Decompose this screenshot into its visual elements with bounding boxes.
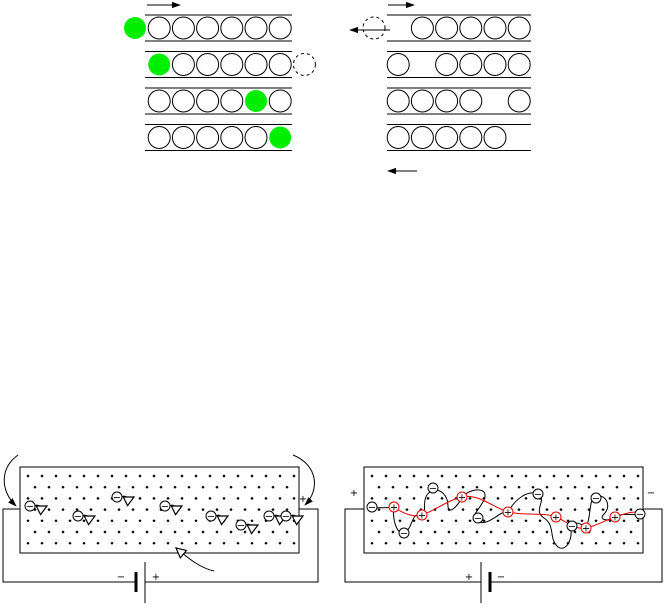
marble	[387, 90, 409, 112]
hole-sign: +	[611, 513, 619, 524]
marble-tubes-panel	[124, 5, 315, 151]
marble	[387, 54, 409, 76]
electron-sign: −	[568, 522, 576, 533]
electron-sign: −	[592, 494, 600, 505]
electron-sign: −	[113, 493, 121, 504]
terminal-negative-label: −	[647, 488, 655, 499]
electron-sign: −	[534, 490, 542, 501]
highlighted-marble	[148, 54, 170, 76]
marble	[436, 127, 458, 149]
hole-sign: +	[504, 508, 512, 519]
highlighted-marble	[124, 17, 146, 39]
marble	[197, 90, 219, 112]
marble	[411, 127, 433, 149]
marble	[269, 17, 291, 39]
marble	[148, 127, 170, 149]
marble	[460, 54, 482, 76]
electron-sign: −	[207, 512, 215, 523]
marble	[221, 17, 243, 39]
marble	[508, 90, 530, 112]
electron-sign: −	[237, 521, 245, 532]
hole-sign: +	[582, 524, 590, 535]
electron-sign: −	[368, 503, 376, 514]
electron-sign: −	[282, 512, 290, 523]
marble	[197, 127, 219, 149]
electron-sign: −	[161, 502, 169, 513]
marble	[148, 17, 170, 39]
battery-positive-label: +	[465, 572, 473, 583]
battery-negative-label: −	[117, 572, 125, 583]
marble-rows	[124, 15, 315, 151]
marble	[484, 54, 506, 76]
hole-tubes-panel	[350, 5, 531, 171]
marble	[221, 54, 243, 76]
marble	[411, 90, 433, 112]
marble	[436, 17, 458, 39]
electron-sign: −	[429, 484, 437, 495]
electron-sign: −	[636, 510, 644, 521]
marble	[172, 17, 194, 39]
marble	[387, 127, 409, 149]
marble	[269, 90, 291, 112]
marble	[436, 90, 458, 112]
marble	[269, 54, 291, 76]
hole-rows	[363, 15, 531, 151]
marble	[197, 17, 219, 39]
marble	[460, 90, 482, 112]
hole-sign: +	[552, 513, 560, 524]
marble	[172, 90, 194, 112]
entry-curve-arrow	[4, 455, 18, 506]
marble	[484, 17, 506, 39]
marble	[460, 127, 482, 149]
marble	[484, 127, 506, 149]
marble	[411, 17, 433, 39]
highlighted-marble	[269, 127, 291, 149]
marble	[245, 127, 267, 149]
hole-flow-panel: + − + − +++++++ −−−−−−−−	[345, 467, 662, 603]
marble	[221, 127, 243, 149]
marble	[172, 54, 194, 76]
missing-marble	[293, 54, 315, 76]
electron-sign: −	[474, 514, 482, 525]
hole-sign: +	[390, 503, 398, 514]
marble	[148, 90, 170, 112]
marble	[221, 90, 243, 112]
battery-positive-label: +	[152, 572, 160, 583]
marble	[245, 17, 267, 39]
marble	[245, 54, 267, 76]
highlighted-marble	[245, 90, 267, 112]
marble	[172, 127, 194, 149]
marble	[508, 17, 530, 39]
marble	[460, 17, 482, 39]
hole-sign: +	[418, 511, 426, 522]
electron-flow-panel: − + + −−−−−−−−	[3, 455, 318, 603]
marble	[508, 54, 530, 76]
electron-sign: −	[74, 512, 82, 523]
electron-sign: −	[400, 529, 408, 540]
terminal-positive-label: +	[350, 488, 358, 499]
marble	[436, 54, 458, 76]
electron-sign: −	[26, 502, 34, 513]
hole-sign: +	[458, 493, 466, 504]
marble	[197, 54, 219, 76]
battery-negative-label: −	[497, 572, 505, 583]
exiting-marble	[363, 17, 385, 39]
electron-sign: −	[265, 512, 273, 523]
